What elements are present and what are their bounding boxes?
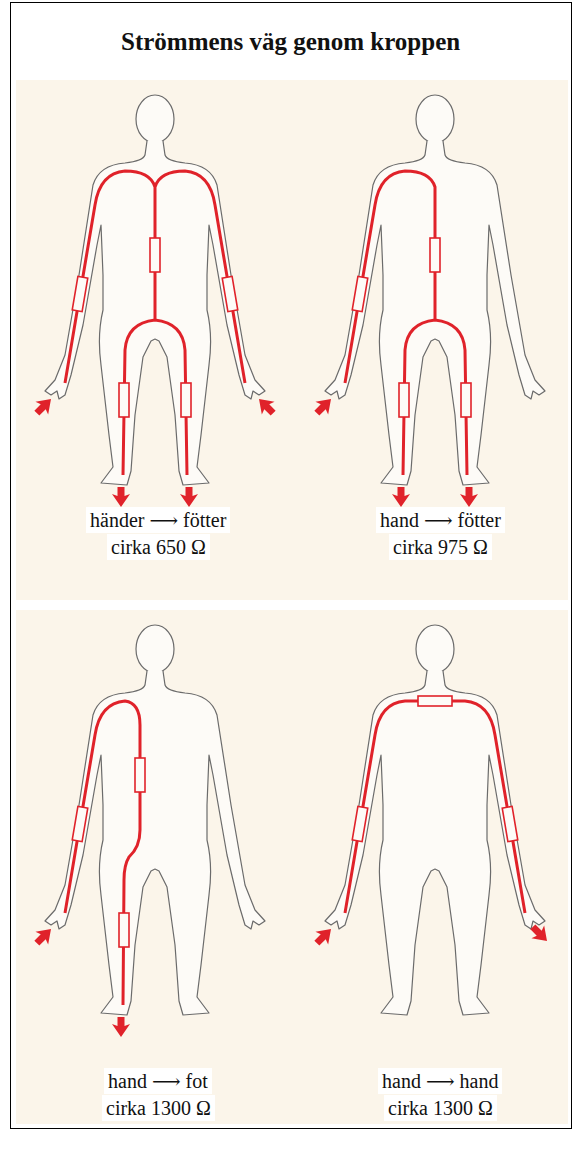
body-figure <box>310 625 553 1015</box>
body-figure <box>30 95 279 507</box>
path-label: händer ⟶ fötter <box>86 507 230 533</box>
resistance-value: cirka 1300 Ω <box>102 1095 215 1121</box>
resistance-value: cirka 650 Ω <box>107 534 210 560</box>
body-figure <box>30 625 265 1037</box>
resistance-value: cirka 1300 Ω <box>384 1095 497 1121</box>
path-label: hand ⟶ fot <box>104 1068 212 1094</box>
resistance-value: cirka 975 Ω <box>389 534 492 560</box>
path-label: hand ⟶ fötter <box>376 507 505 533</box>
title: Strömmens väg genom kroppen <box>121 28 460 56</box>
path-label: hand ⟶ hand <box>378 1068 502 1094</box>
body-figure <box>310 95 545 507</box>
